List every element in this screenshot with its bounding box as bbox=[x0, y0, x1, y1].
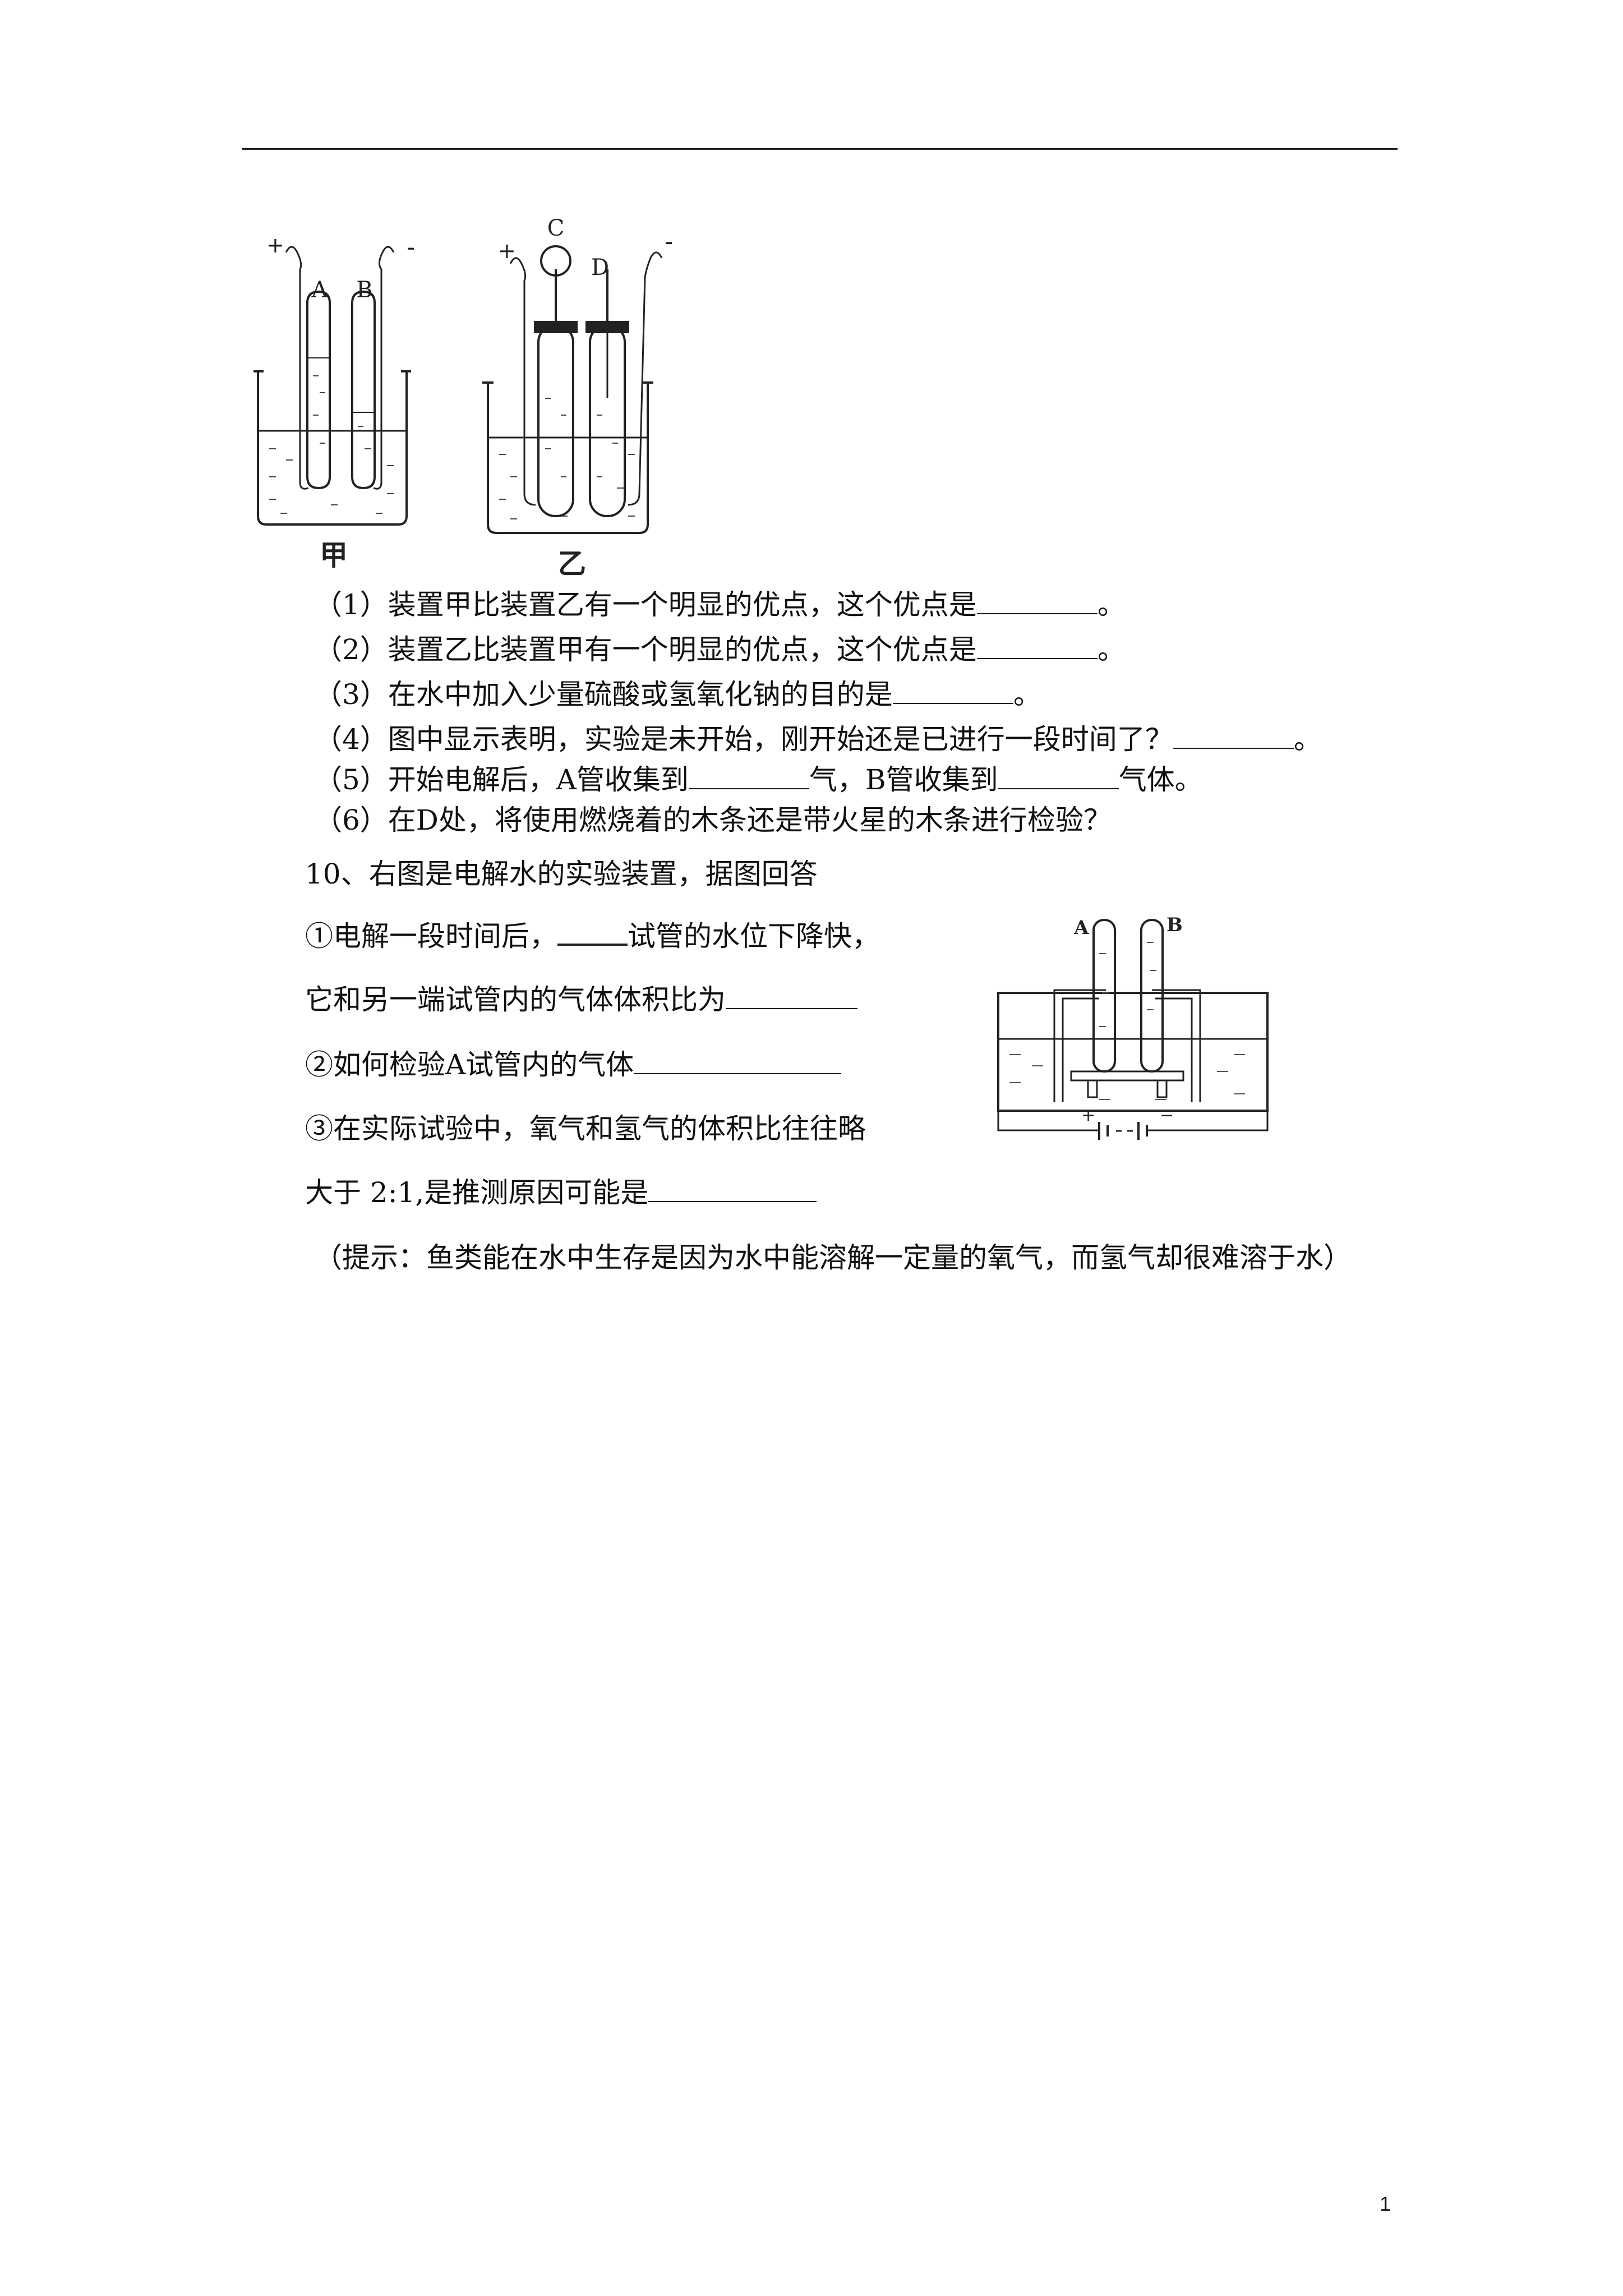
electrolysis-apparatus-figure: + - A B + - bbox=[247, 213, 707, 580]
question-9-1: （1）装置甲比装置乙有一个明显的优点，这个优点是。 bbox=[314, 588, 1126, 621]
question-9-2: （2）装置乙比装置甲有一个明显的优点，这个优点是。 bbox=[314, 633, 1126, 666]
svg-text:+: + bbox=[266, 233, 284, 257]
svg-text:+: + bbox=[1081, 1106, 1095, 1125]
figure-label-yi: 乙 bbox=[558, 547, 586, 580]
electrolysis-figure-right: + − A B bbox=[987, 909, 1279, 1144]
question-10-1: ①电解一段时间后，试管的水位下降快， bbox=[305, 920, 880, 953]
question-9-5: （5）开始电解后，A管收集到气，B管收集到气体。 bbox=[314, 763, 1203, 796]
question-10-2: ②如何检验A试管内的气体 bbox=[305, 1048, 842, 1082]
tube-c-label: C bbox=[547, 215, 565, 241]
water-electrolysis-diagram: + − A B bbox=[997, 914, 1269, 1140]
figure-label-jia: 甲 bbox=[320, 539, 348, 572]
page-number: 1 bbox=[1380, 2192, 1391, 2215]
tube-a-label: A bbox=[311, 277, 329, 303]
tube-b-label: B bbox=[356, 277, 372, 303]
question-9-4: （4）图中显示表明，实验是未开始，刚开始还是已进行一段时间了？。 bbox=[314, 723, 1322, 756]
apparatus-diagram: + - A B + - bbox=[253, 215, 673, 534]
question-10-title: 10、右图是电解水的实验装置，据图回答 bbox=[305, 858, 818, 890]
question-9-6: （6）在D处，将使用燃烧着的木条还是带火星的木条进行检验？ bbox=[314, 804, 1112, 836]
figure2-tube-a-label: A bbox=[1073, 917, 1089, 939]
question-10-1-ratio: 它和另一端试管内的气体体积比为 bbox=[305, 983, 857, 1016]
tube-d-label: D bbox=[591, 255, 609, 280]
figure2-tube-b-label: B bbox=[1166, 914, 1183, 936]
svg-text:-: - bbox=[407, 233, 415, 261]
svg-text:+: + bbox=[498, 238, 516, 263]
svg-text:-: - bbox=[665, 228, 673, 255]
svg-text:−: − bbox=[1160, 1106, 1174, 1125]
header-rule bbox=[242, 148, 1398, 150]
question-10-3: ③在实际试验中，氧气和氢气的体积比往往略 bbox=[305, 1112, 866, 1145]
question-9-3: （3）在水中加入少量硫酸或氢氧化钠的目的是。 bbox=[314, 678, 1041, 711]
question-10-hint: （提示：鱼类能在水中生存是因为水中能溶解一定量的氧气，而氢气却很难溶于水） bbox=[314, 1241, 1352, 1274]
question-10-3-cont: 大于 2:1,是推测原因可能是 bbox=[305, 1176, 817, 1209]
